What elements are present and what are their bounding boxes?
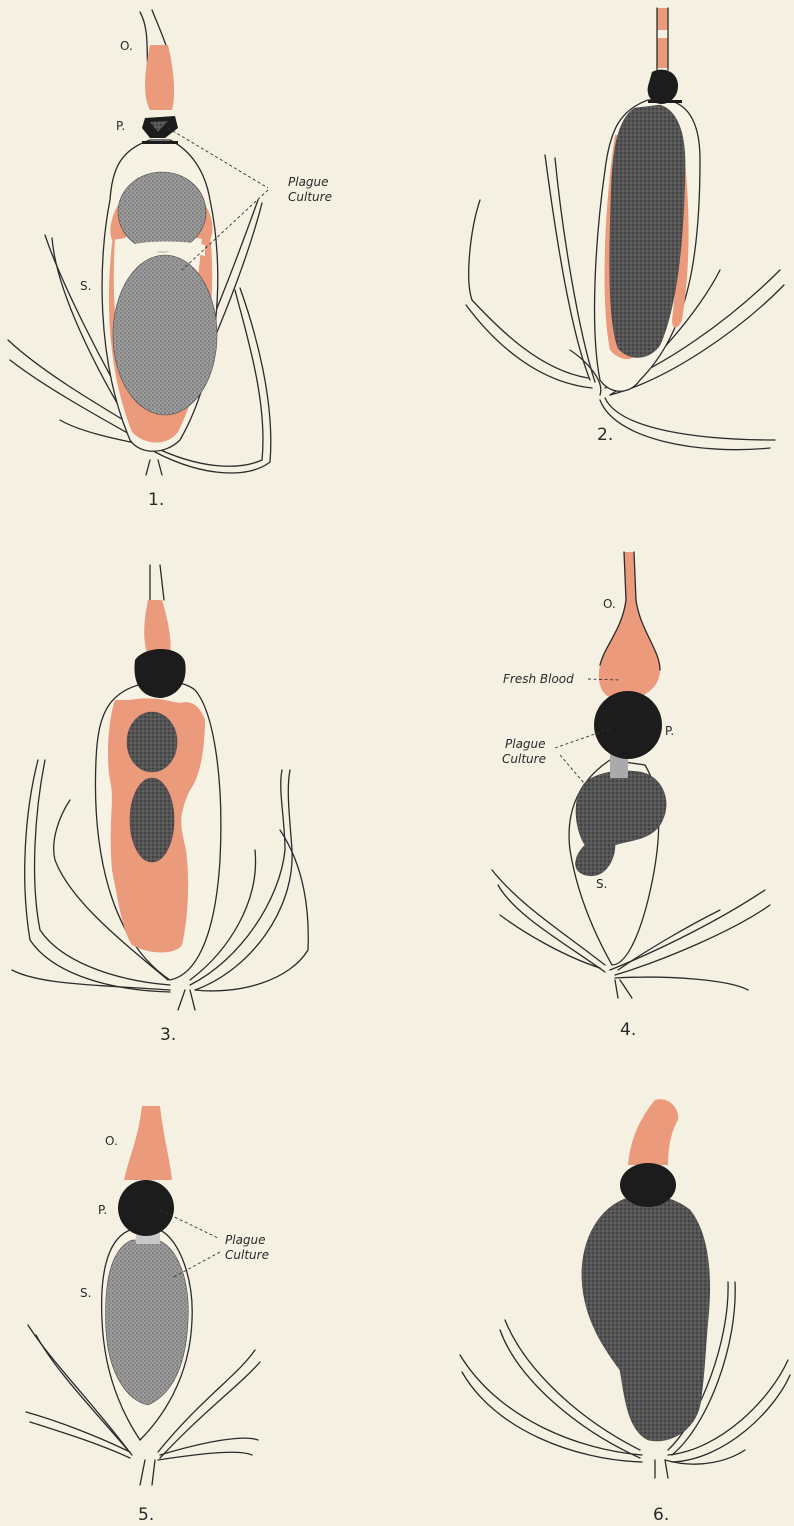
annotation-plague: Plague bbox=[288, 175, 329, 189]
annotation-culture: Culture bbox=[288, 190, 332, 204]
figure-1: O. P. S. Plague Culture 1. bbox=[8, 10, 332, 510]
figure-2: 2. bbox=[466, 8, 784, 450]
plague-culture bbox=[582, 1195, 710, 1441]
proventriculus bbox=[118, 1180, 174, 1236]
oesophagus-blood bbox=[599, 552, 660, 700]
label-stomach: S. bbox=[80, 1286, 91, 1300]
proventriculus bbox=[594, 691, 662, 759]
label-proventriculus: P. bbox=[116, 119, 125, 133]
oesophagus-blood bbox=[124, 1106, 172, 1180]
label-proventriculus: P. bbox=[665, 724, 674, 738]
plague-culture-upper bbox=[118, 172, 206, 252]
label-stomach: S. bbox=[596, 877, 607, 891]
annotation-culture: Culture bbox=[502, 752, 546, 766]
figure-number-4: 4. bbox=[620, 1020, 636, 1040]
plague-culture-lower bbox=[130, 778, 174, 862]
label-stomach: S. bbox=[80, 279, 91, 293]
figure-number-6: 6. bbox=[653, 1505, 669, 1525]
annotation-plague: Plague bbox=[225, 1233, 266, 1247]
figure-3: 3. bbox=[12, 565, 308, 1045]
label-oesophagus: O. bbox=[120, 39, 133, 53]
figure-4: O. P. S. Fresh Blood Plague Culture 4. bbox=[492, 552, 770, 1040]
annotation-fresh-blood: Fresh Blood bbox=[503, 672, 574, 686]
figure-6: 6. bbox=[460, 1099, 790, 1525]
label-oesophagus: O. bbox=[105, 1134, 118, 1148]
figure-number-1: 1. bbox=[148, 490, 164, 510]
label-oesophagus: O. bbox=[603, 597, 616, 611]
annotation-culture: Culture bbox=[225, 1248, 269, 1262]
figure-number-5: 5. bbox=[138, 1505, 154, 1525]
proventriculus bbox=[620, 1163, 676, 1207]
figure-5: O. P. S. Plague Culture 5. bbox=[26, 1106, 269, 1525]
plague-culture-upper bbox=[127, 712, 177, 772]
figure-number-2: 2. bbox=[597, 425, 613, 445]
oesophagus-blood bbox=[628, 1099, 678, 1165]
oesophagus-blood bbox=[145, 45, 174, 110]
annotation-plague: Plague bbox=[505, 737, 546, 751]
plague-culture-lower bbox=[113, 255, 217, 415]
proventriculus bbox=[648, 70, 678, 104]
figure-number-3: 3. bbox=[160, 1025, 176, 1045]
label-proventriculus: P. bbox=[98, 1203, 107, 1217]
